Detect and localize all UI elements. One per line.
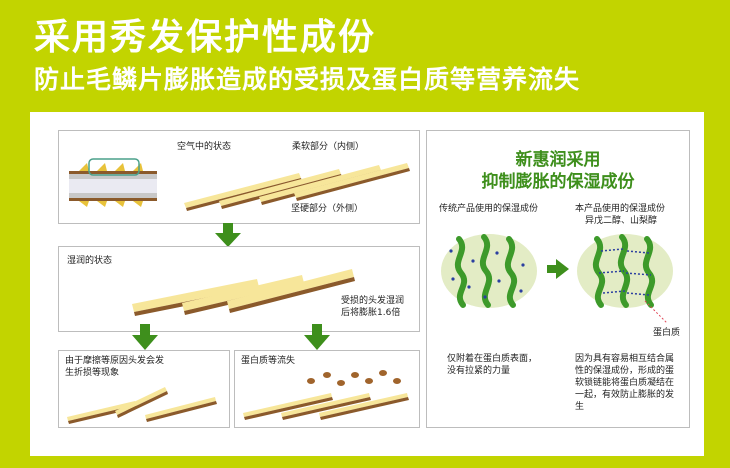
ours-molecule-diagram xyxy=(577,234,673,308)
wet-state-box: 湿润的状态 受损的头发湿润 后将膨胀1.6倍 xyxy=(58,246,420,332)
scales-closed xyxy=(184,163,410,211)
hair-cross-section xyxy=(69,158,157,207)
down-arrow-right-icon xyxy=(304,324,330,350)
protein-loss-label: 蛋白质等流失 xyxy=(241,356,296,366)
down-arrow-icon xyxy=(215,223,241,247)
left-desc-line1: 仅附着在蛋白质表面， xyxy=(447,354,538,364)
ours-label-line1: 本产品使用的保湿成份 xyxy=(575,204,666,214)
air-state-box: 空气中的状态 柔软部分（内侧） 坚硬部分（外侧） xyxy=(58,130,420,224)
air-state-label: 空气中的状态 xyxy=(177,142,232,152)
right-desc-line5: 生 xyxy=(575,402,585,412)
swell-label-line2: 后将膨胀1.6倍 xyxy=(341,308,401,318)
protein-label: 蛋白质 xyxy=(653,328,681,338)
wet-state-label: 湿润的状态 xyxy=(67,256,113,266)
right-arrow-icon xyxy=(547,259,569,279)
right-desc-line4: 一起，有效防止膨胀的发 xyxy=(575,390,675,400)
down-arrow-left-icon xyxy=(132,324,158,350)
page-subtitle: 防止毛鳞片膨胀造成的受损及蛋白质等营养流失 xyxy=(34,65,581,94)
solution-heading-line1: 新惠润采用 xyxy=(515,150,601,170)
right-desc-line2: 性的保湿成份，形成的蛋 xyxy=(575,366,675,376)
ours-label-line2: 异戊二醇、山梨醇 xyxy=(585,216,658,226)
traditional-molecule-diagram xyxy=(441,234,537,308)
solution-heading-line2: 抑制膨胀的保湿成份 xyxy=(481,172,635,192)
right-desc-line3: 软锁链能将蛋白质凝结在 xyxy=(575,378,675,388)
solution-box: 新惠润采用 抑制膨胀的保湿成份 传统产品使用的保湿成份 本产品使用的保湿成份 异… xyxy=(426,130,690,428)
soft-part-label: 柔软部分（内侧） xyxy=(292,142,365,152)
protein-pointer-line xyxy=(644,300,668,324)
friction-box: 由于摩擦等原因头发会发 生折损等现象 xyxy=(58,350,230,428)
page-title: 采用秀发保护性成份 xyxy=(34,17,377,58)
scales-protein-loss xyxy=(243,370,409,420)
right-desc-line1: 因为具有容易相互结合属 xyxy=(575,354,675,364)
scales-broken xyxy=(67,387,217,424)
friction-label-line1: 由于摩擦等原因头发会发 xyxy=(65,356,165,366)
hard-part-label: 坚硬部分（外侧） xyxy=(291,204,364,214)
friction-label-line2: 生折损等现象 xyxy=(65,368,120,378)
swell-label-line1: 受损的头发湿润 xyxy=(341,296,405,306)
traditional-label: 传统产品使用的保湿成份 xyxy=(439,204,539,214)
content-panel: 空气中的状态 柔软部分（内侧） 坚硬部分（外侧） xyxy=(30,112,704,456)
left-desc-line2: 没有拉紧的力量 xyxy=(447,366,511,376)
protein-loss-box: 蛋白质等流失 xyxy=(234,350,420,428)
scales-swollen xyxy=(132,269,355,316)
